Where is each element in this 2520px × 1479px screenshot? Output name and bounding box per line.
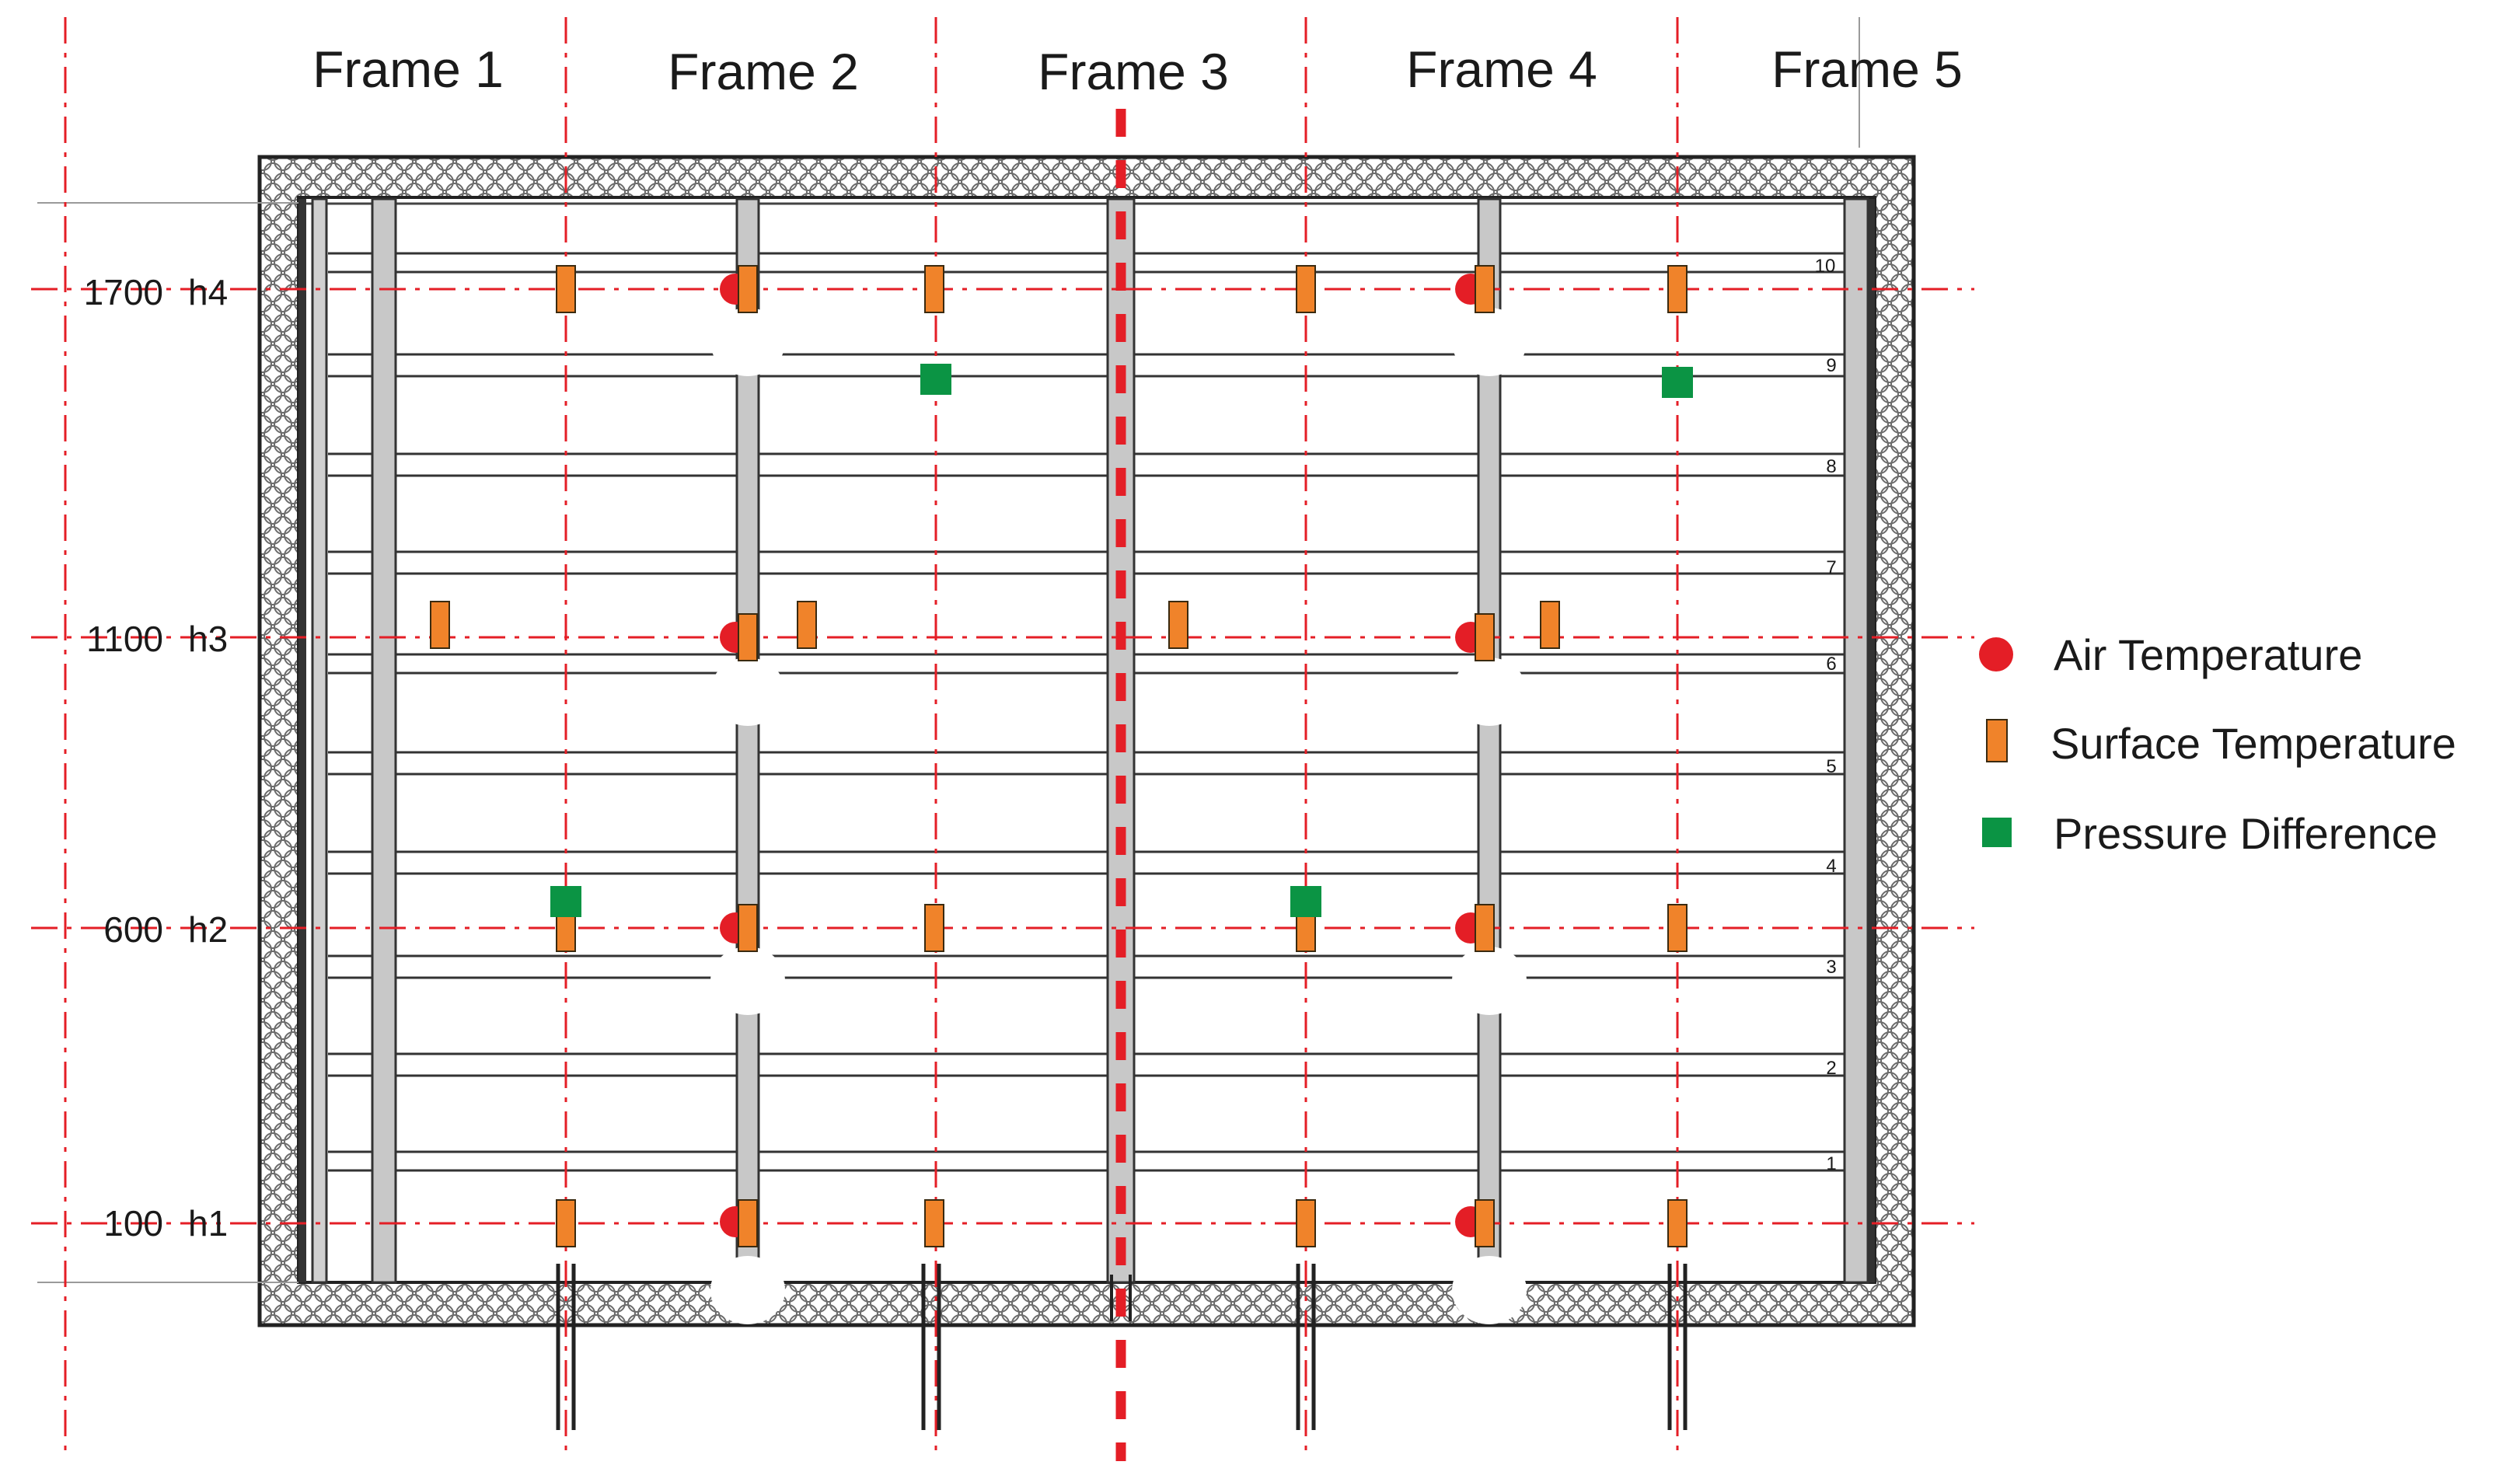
height-value-h2: 600 (103, 909, 163, 950)
frame-label-5: Frame 5 (1771, 40, 1963, 98)
height-value-h1: 100 (103, 1203, 163, 1244)
surface-temperature-sensor-18 (1667, 904, 1688, 952)
sensors (430, 265, 1693, 1247)
rib-label-1: 1 (1826, 1153, 1836, 1174)
rib-label-4: 4 (1826, 856, 1836, 877)
rib-label-2: 2 (1826, 1058, 1836, 1079)
surface-temperature-sensor-22 (1296, 1199, 1316, 1247)
rib-label-9: 9 (1826, 355, 1836, 376)
rib-label-5: 5 (1826, 756, 1836, 777)
left-wall-post (311, 197, 328, 1284)
horizontal-ribs (328, 252, 1848, 1172)
frame-label-3: Frame 3 (1038, 43, 1229, 100)
frame-label-2: Frame 2 (668, 43, 859, 100)
post-opening-1 (710, 308, 785, 376)
rib-label-8: 8 (1826, 456, 1836, 477)
rib-label-3: 3 (1826, 957, 1836, 978)
air-temperature-legend-icon (1979, 637, 2013, 671)
post-opening-7 (1452, 947, 1527, 1015)
surface-temperature-legend-icon (1986, 719, 2008, 762)
surface-temperature-sensor-19 (556, 1199, 576, 1247)
inner-cavity (297, 196, 1876, 1284)
surface-temperature-sensor-24 (1667, 1199, 1688, 1247)
frame-label-1: Frame 1 (312, 40, 504, 98)
height-value-h3: 1100 (86, 619, 163, 659)
surface-temperature-sensor-20 (738, 1199, 758, 1247)
legend-air-label: Air Temperature (2054, 630, 2362, 679)
surface-temperature-sensor-23 (1475, 1199, 1495, 1247)
surface-temperature-sensor-6 (1667, 265, 1688, 313)
post-opening-6 (1452, 658, 1527, 726)
rib-label-6: 6 (1826, 654, 1836, 675)
surface-temperature-sensor-10 (1168, 601, 1188, 649)
bottom-pipes (556, 1264, 1688, 1430)
frame4-post (1477, 197, 1502, 1284)
surface-temperature-sensor-4 (1296, 265, 1316, 313)
surface-temperature-sensor-15 (924, 904, 944, 952)
pressure-difference-sensor-2 (1662, 367, 1693, 398)
surface-temperature-sensor-3 (924, 265, 944, 313)
rib-label-10: 10 (1815, 256, 1836, 277)
surface-temperature-sensor-14 (738, 904, 758, 952)
pressure-difference-sensor-1 (920, 364, 951, 395)
height-name-h2: h2 (188, 909, 228, 950)
frame-label-4: Frame 4 (1406, 40, 1597, 98)
frame1-post (371, 197, 397, 1284)
left-wall-thick (298, 199, 306, 1282)
surface-temperature-sensor-8 (738, 613, 758, 661)
height-name-h4: h4 (188, 272, 228, 312)
post-opening-2 (710, 658, 785, 726)
rib-labels: 10 9 8 7 6 5 4 3 2 1 (1815, 256, 1837, 1174)
pressure-difference-sensor-4 (1290, 886, 1321, 917)
surface-temperature-sensor-11 (1475, 613, 1495, 661)
height-value-h4: 1700 (84, 272, 163, 312)
surface-temperature-sensor-21 (924, 1199, 944, 1247)
insulation-shell (257, 155, 1916, 1327)
surface-temperature-sensor-7 (430, 601, 450, 649)
surface-temperature-sensor-12 (1540, 601, 1560, 649)
post-opening-4 (710, 1256, 785, 1324)
extent-lines (37, 17, 1860, 1283)
post-opening-3 (710, 947, 785, 1015)
surface-temperature-sensor-17 (1475, 904, 1495, 952)
post-opening-8 (1452, 1256, 1527, 1324)
rib-label-7: 7 (1826, 557, 1836, 578)
height-labels: 1700 h4 1100 h3 600 h2 100 h1 (84, 272, 229, 1244)
right-wall-thick (1867, 199, 1875, 1282)
post-opening-5 (1452, 308, 1527, 376)
surface-temperature-sensor-1 (556, 265, 576, 313)
surface-temperature-sensor-2 (738, 265, 758, 313)
surface-temperature-sensor-5 (1475, 265, 1495, 313)
vertical-frames (298, 197, 1875, 1324)
pressure-difference-sensor-3 (550, 886, 581, 917)
frame-labels: Frame 1 Frame 2 Frame 3 Frame 4 Frame 5 (312, 40, 1963, 100)
frame5-post (1843, 197, 1869, 1284)
legend: Air Temperature Surface Temperature Pres… (1979, 630, 2456, 858)
surface-temperature-sensor-9 (797, 601, 817, 649)
height-name-h3: h3 (188, 619, 228, 659)
pressure-difference-legend-icon (1982, 818, 2012, 847)
height-name-h1: h1 (188, 1203, 228, 1244)
legend-pressure-label: Pressure Difference (2054, 809, 2438, 858)
legend-surface-label: Surface Temperature (2051, 719, 2456, 768)
